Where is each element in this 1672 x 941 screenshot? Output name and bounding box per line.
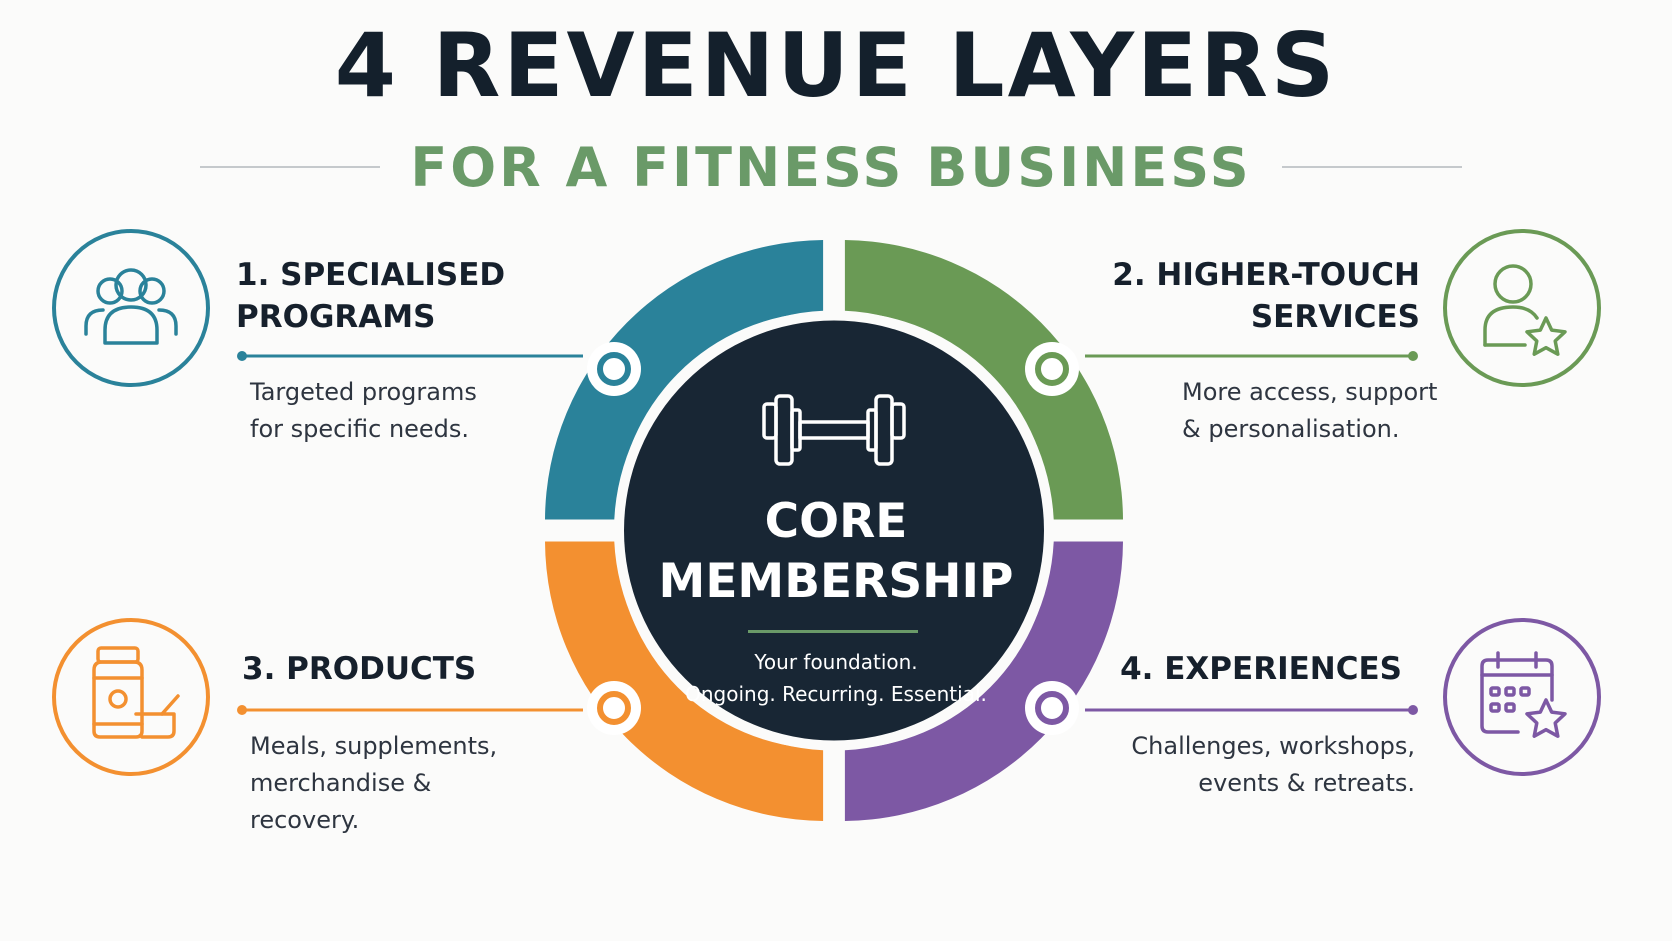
core-description: Your foundation. Ongoing. Recurring. Ess…: [685, 650, 987, 706]
subtitle-rule-right: [1281, 166, 1462, 168]
layer-heading-programs: 1. SPECIALISED PROGRAMS: [236, 257, 506, 335]
ring-segment-services: [844, 240, 1123, 520]
connector-experiences: [1085, 705, 1418, 715]
layer-description-products: Meals, supplements, merchandise & recove…: [250, 732, 498, 834]
knob-services: [1025, 342, 1079, 396]
layer-heading-services: 2. HIGHER-TOUCH SERVICES: [1112, 257, 1420, 335]
page-subtitle: FOR A FITNESS BUSINESS: [410, 135, 1252, 199]
layer-heading-experiences: 4. EXPERIENCES: [1120, 651, 1402, 687]
core-circle: [624, 320, 1044, 741]
subtitle-row: FOR A FITNESS BUSINESS: [200, 132, 1462, 202]
ring-segment-experiences: [844, 541, 1123, 821]
layer-description-experiences: Challenges, workshops, events & retreats…: [1131, 732, 1415, 797]
connector-programs: [237, 351, 583, 361]
subtitle-rule-left: [200, 166, 381, 168]
layer-heading-products: 3. PRODUCTS: [242, 651, 477, 687]
page-title: 4 REVENUE LAYERS: [334, 14, 1338, 117]
ring-segment-programs: [545, 240, 824, 520]
calendar-star-icon: [1443, 618, 1601, 776]
knob-programs: [587, 342, 641, 396]
dumbbell-icon: [762, 394, 906, 466]
layer-description-services: More access, support & personalisation.: [1182, 378, 1438, 443]
connector-services: [1085, 351, 1418, 361]
knob-products: [587, 681, 641, 735]
knob-experiences: [1025, 681, 1079, 735]
group-icon: [52, 229, 210, 387]
core-divider: [748, 630, 918, 633]
connector-products: [237, 705, 583, 715]
person-star-icon: [1443, 229, 1601, 387]
supplement-jar-icon: [52, 618, 210, 776]
layer-description-programs: Targeted programs for specific needs.: [250, 378, 477, 443]
core-title: CORE MEMBERSHIP: [658, 494, 1014, 609]
ring-segment-products: [545, 541, 824, 821]
